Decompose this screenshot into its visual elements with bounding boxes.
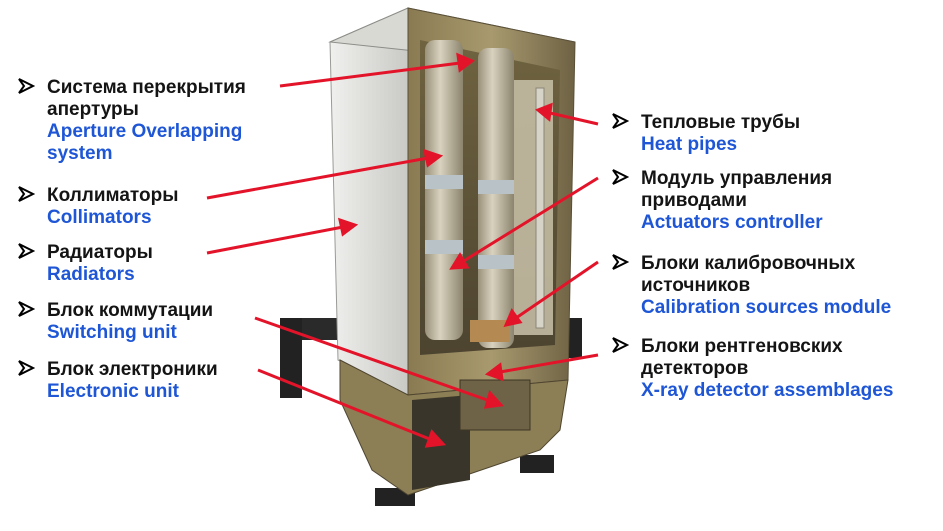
collimator-tube [478, 48, 514, 348]
label-ru: апертуры [47, 99, 139, 120]
arrow-actuators [449, 176, 599, 270]
arrow-heat-pipes [535, 102, 599, 126]
chevron-right-arrow-icon [611, 337, 629, 353]
label-en: Actuators controller [641, 212, 823, 233]
tube-band [425, 175, 463, 189]
arrow-electronic [257, 368, 447, 448]
label-en: system [47, 143, 113, 164]
label-ru: приводами [641, 190, 747, 211]
label-ru: Радиаторы [47, 242, 153, 263]
label-aperture-overlapping-system: Система перекрытия апертуры Aperture Ove… [18, 77, 246, 165]
label-en: Switching unit [47, 322, 177, 343]
label-ru: Блоки рентгеновских [641, 336, 843, 357]
label-ru: Блок электроники [47, 359, 218, 380]
label-en: Aperture Overlapping [47, 121, 243, 142]
label-calibration-sources-module: Блоки калибровочных источников Calibrati… [612, 253, 892, 319]
label-ru: детекторов [641, 358, 749, 379]
chevron-right-arrow-icon [611, 254, 629, 270]
arrow-collimators [206, 148, 444, 200]
chevron-right-arrow-icon [17, 243, 35, 259]
label-en: Collimators [47, 207, 152, 228]
label-en: Heat pipes [641, 134, 738, 155]
chevron-right-arrow-icon [17, 186, 35, 202]
label-en: Electronic unit [47, 381, 179, 402]
chevron-right-arrow-icon [17, 301, 35, 317]
heat-pipe [535, 87, 545, 329]
label-electronic-unit: Блок электроники Electronic unit [18, 359, 218, 403]
label-ru: Коллиматоры [47, 185, 179, 206]
label-ru: Блоки калибровочных [641, 253, 856, 274]
label-ru: Тепловые трубы [641, 112, 801, 133]
label-collimators: Коллиматоры Collimators [18, 185, 179, 229]
label-en: Radiators [47, 264, 135, 285]
label-actuators-controller: Модуль управления приводами Actuators co… [612, 168, 833, 234]
label-ru: источников [641, 275, 751, 296]
chevron-right-arrow-icon [611, 169, 629, 185]
pointer-arrows [206, 52, 599, 448]
label-en: X-ray detector assemblages [641, 380, 894, 401]
foot [520, 455, 554, 473]
arrow-calibration [503, 260, 599, 328]
label-en: Calibration sources module [641, 297, 892, 318]
label-xray-detector-assemblages: Блоки рентгеновских детекторов X-ray det… [612, 336, 894, 402]
arrow-xray [484, 353, 599, 382]
support-frame-left [280, 318, 302, 398]
instrument-photo [280, 7, 582, 506]
label-ru: Система перекрытия [47, 77, 246, 98]
arrow-radiators [206, 217, 359, 255]
arrow-switching [254, 316, 505, 409]
label-heat-pipes: Тепловые трубы Heat pipes [612, 112, 801, 156]
chevron-right-arrow-icon [611, 113, 629, 129]
radiator-panel [329, 7, 409, 396]
tube-band [425, 240, 463, 254]
tube-band [478, 255, 514, 269]
label-ru: Блок коммутации [47, 300, 214, 321]
chevron-right-arrow-icon [17, 78, 35, 94]
arrow-aperture [279, 52, 475, 88]
collimator-tube [425, 40, 463, 340]
label-ru: Модуль управления [641, 168, 833, 189]
calibration-module [470, 320, 510, 342]
label-switching-unit: Блок коммутации Switching unit [18, 300, 214, 344]
chevron-right-arrow-icon [17, 360, 35, 376]
tube-band [478, 180, 514, 194]
label-radiators: Радиаторы Radiators [18, 242, 153, 286]
